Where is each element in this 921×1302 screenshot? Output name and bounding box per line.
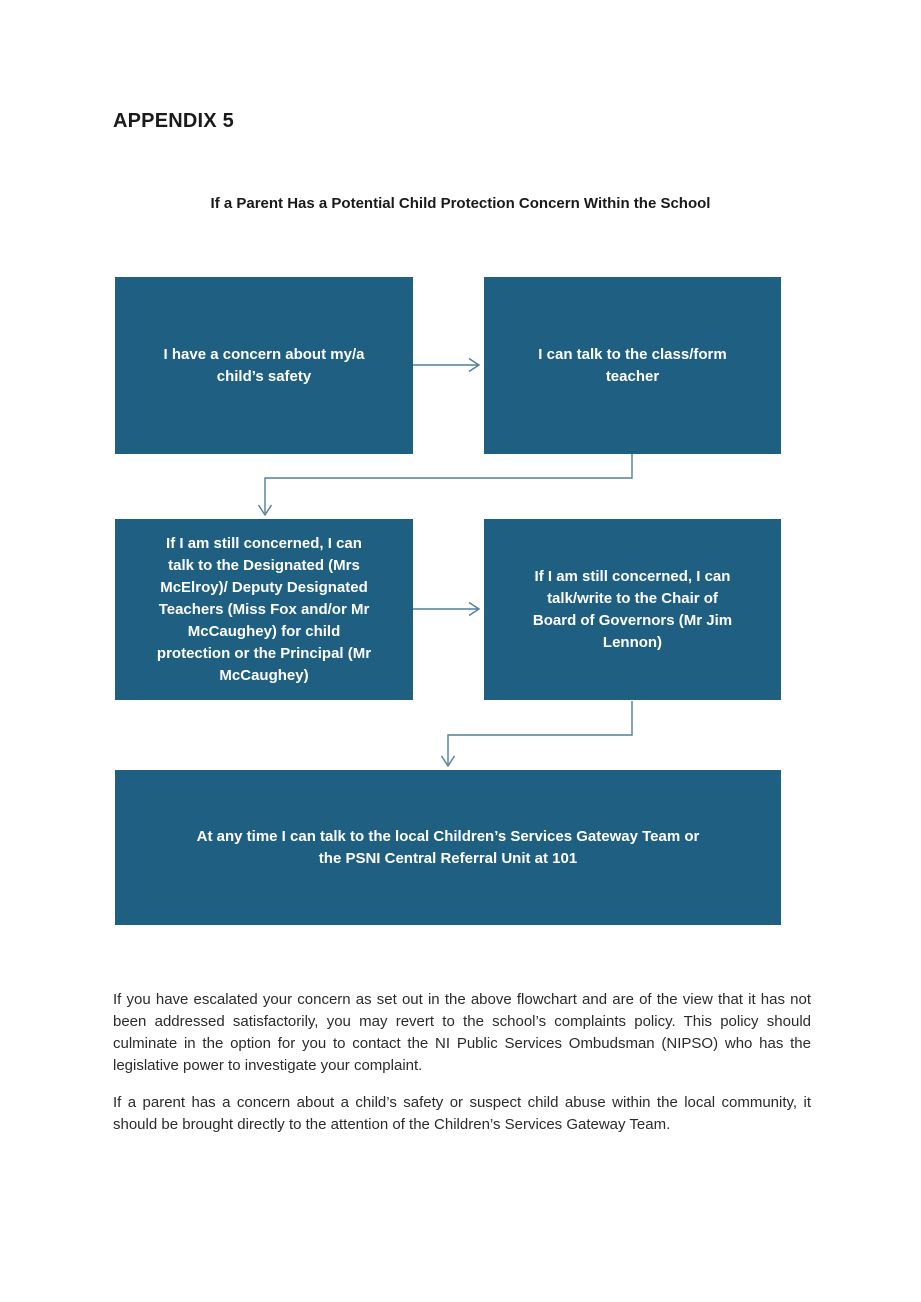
paragraph-complaints-policy: If you have escalated your concern as se…	[113, 991, 811, 1074]
arrow-teacher-to-designated	[257, 454, 633, 517]
arrow-concern-to-teacher	[413, 357, 481, 373]
appendix-heading: APPENDIX 5	[113, 110, 234, 132]
paragraph-community-concern: If a parent has a concern about a child’…	[113, 1094, 811, 1133]
flowchart-title: If a Parent Has a Potential Child Protec…	[210, 195, 711, 212]
flowchart-box-board-of-governors: If I am still concerned, I can talk/writ…	[484, 519, 781, 700]
flowchart-box-concern: I have a concern about my/a child’s safe…	[115, 277, 413, 454]
flowchart-box-designated-teachers: If I am still concerned, I can talk to t…	[115, 519, 413, 700]
arrow-designated-to-governors	[413, 601, 481, 617]
flowchart-box-class-teacher: I can talk to the class/form teacher	[484, 277, 781, 454]
arrow-governors-to-gateway	[440, 701, 633, 768]
flowchart-box-gateway-team: At any time I can talk to the local Chil…	[115, 770, 781, 925]
